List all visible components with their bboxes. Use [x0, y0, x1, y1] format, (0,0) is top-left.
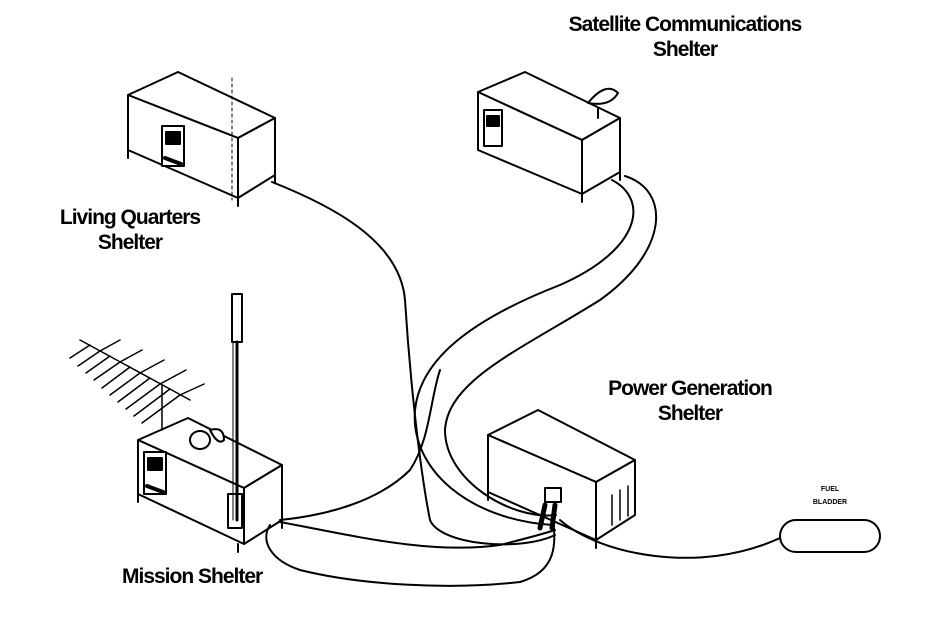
- cable-satcom-to-power-b: [444, 175, 658, 517]
- mission-shelter-label: Mission Shelter: [122, 565, 263, 588]
- living-quarters-label: Living Quarters Shelter: [30, 207, 230, 253]
- fuel-bladder: [779, 519, 881, 553]
- fuel-bladder-label: FUEL BLADDER: [790, 486, 870, 506]
- living-quarters-label-line2: Shelter: [97, 231, 163, 254]
- power-generation-shelter: [487, 409, 636, 549]
- satcom-label-line2: Shelter: [652, 38, 718, 61]
- living-quarters-shelter: [127, 71, 276, 207]
- cables: [265, 175, 781, 587]
- cable-mission-to-power-b: [279, 521, 556, 549]
- fuel-bladder-label-line1: FUEL: [820, 486, 840, 493]
- cable-satcom-to-power-a: [413, 179, 635, 526]
- satcom-label: Satellite Communications Shelter: [520, 14, 850, 60]
- fuel-bladder-label-line2: BLADDER: [812, 499, 848, 506]
- cable-power-to-fuel: [559, 519, 781, 559]
- satcom-shelter: [477, 71, 621, 203]
- power-generation-label-line2: Shelter: [657, 402, 723, 425]
- cable-living-to-mission: [271, 181, 556, 546]
- cable-mission-to-power: [279, 369, 441, 521]
- antenna-array: [69, 339, 205, 431]
- mission-shelter: [137, 293, 283, 553]
- power-generation-label: Power Generation Shelter: [570, 378, 810, 424]
- living-quarters-label-line1: Living Quarters: [59, 206, 201, 229]
- power-generation-label-line1: Power Generation: [608, 377, 773, 400]
- satcom-label-line1: Satellite Communications: [568, 13, 803, 36]
- cable-power-loop: [265, 514, 556, 587]
